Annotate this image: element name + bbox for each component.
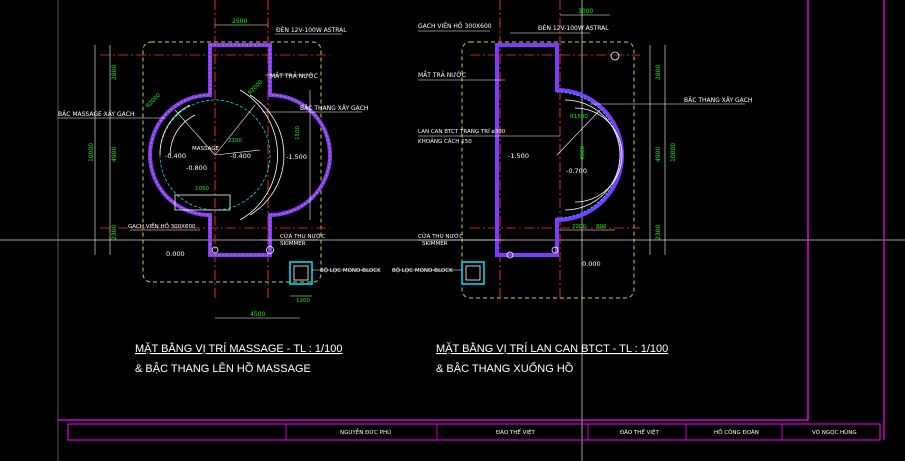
right-dim-side-value: 4900 — [580, 146, 586, 160]
left-elevation-1: -0.400 — [165, 152, 186, 160]
left-label-skimmer: SKIMMER — [280, 241, 306, 247]
right-label-den: ĐÈN 12V-100W ASTRAL — [538, 24, 609, 32]
right-dim-1-value: 2800 — [655, 65, 662, 80]
title-block: NGUYỄN ĐỨC PHÚ ĐÀO THẾ VIỆT ĐÀO THẾ VIỆT… — [67, 423, 881, 441]
left-massage-bench-inner — [169, 114, 196, 156]
right-dim-3-value: 2300 — [655, 225, 662, 240]
right-filter-box — [461, 261, 485, 285]
right-radius-value: R1500 — [570, 114, 588, 120]
right-label-lan-can: LAN CAN BTCT TRANG TRÍ ø300 — [418, 128, 506, 135]
right-label-bac-thang: BẬC THANG XÂY GẠCH — [684, 97, 752, 104]
left-radius-1-value: R2000 — [145, 92, 162, 109]
title-block-cell-2: ĐÀO THẾ VIỆT — [496, 428, 535, 436]
right-stair-2 — [574, 107, 623, 203]
right-label-bo-loc: BỘ LỌC MONO-BLOCK — [392, 267, 453, 274]
left-dim-2-value: 4900 — [111, 147, 118, 162]
right-elevation-3: 0.000 — [582, 260, 601, 268]
left-plan-subtitle: & BẬC THANG LÊN HỒ MASSAGE — [135, 362, 311, 375]
right-dim-total-value: 10000 — [670, 143, 677, 162]
left-stair-1 — [239, 89, 278, 221]
left-plan: ĐÈN 12V-100W ASTRAL MẮT TRẢ NƯỚC BẬC THA… — [58, 0, 381, 375]
title-block-frame — [67, 423, 881, 441]
right-filter-icon — [465, 265, 481, 281]
left-pool-inner — [149, 44, 331, 256]
left-stair-2 — [249, 94, 285, 216]
left-filter-box — [289, 261, 313, 285]
left-massage-bench — [159, 104, 191, 156]
right-dim-top-value: 3000 — [578, 8, 593, 15]
right-stair-1 — [564, 99, 621, 211]
left-label-bo-loc: BỘ LỌC MONO-BLOCK — [320, 267, 381, 274]
right-dim-bottom-b-value: 800 — [596, 224, 607, 230]
right-site-boundary — [461, 41, 635, 299]
right-label-skimmer: SKIMMER — [422, 241, 448, 247]
left-site-boundary — [142, 41, 322, 283]
right-plan-title: MẶT BẰNG VỊ TRÍ LAN CAN BTCT - TL : 1/10… — [436, 342, 668, 355]
left-label-gach-vien: GẠCH VIỀN HỒ 300X600 — [128, 221, 196, 230]
left-dim-line — [214, 149, 261, 156]
left-label-bac-thang: BẬC THANG XÂY GẠCH — [300, 105, 368, 112]
right-drain-icon — [551, 246, 559, 254]
left-skimmer-icon — [266, 246, 274, 254]
right-railing — [556, 91, 621, 219]
right-label-gach-vien: GẠCH VIỀN HỒ 300X600 — [418, 21, 492, 30]
right-elevation-2: -0.700 — [566, 167, 587, 175]
right-skimmer-icon — [506, 251, 514, 259]
right-label-mat-tra: MẮT TRẢ NƯỚC — [418, 71, 466, 79]
left-radius-line-2 — [174, 109, 216, 156]
title-block-cell-1: NGUYỄN ĐỨC PHÚ — [340, 428, 391, 436]
left-dim-bottom-value: 4500 — [250, 311, 265, 318]
left-label-mat-tra: MẮT TRẢ NƯỚC — [270, 72, 318, 80]
left-elevation-5: 0.000 — [166, 250, 185, 258]
left-drain-icon — [211, 246, 219, 254]
left-label-cua-thu: CỬA THU NƯỚC — [280, 232, 325, 240]
left-dim-3-value: 2300 — [111, 225, 118, 240]
right-label-khoang-cach: KHOẢNG CÁCH 150 — [418, 137, 472, 145]
left-step — [174, 194, 231, 211]
left-label-bac-massage: BẬC MASSAGE XÂY GẠCH — [58, 111, 134, 118]
left-filter-icon — [293, 265, 309, 281]
title-block-cell-4: HỒ CÔNG ĐOÀN — [714, 427, 759, 436]
left-elevation-4: -1.500 — [286, 153, 307, 161]
right-light-icon — [610, 51, 620, 61]
right-radius-line — [556, 109, 601, 156]
left-dim-bottom-small-value: 1200 — [296, 298, 310, 304]
left-dim-d1-value: 2100 — [228, 138, 242, 144]
left-label-den: ĐÈN 12V-100W ASTRAL — [276, 26, 347, 34]
right-plan-subtitle: & BẬC THANG XUỐNG HỒ — [436, 361, 574, 375]
right-label-cua-thu: CỬA THU NƯỚC — [418, 232, 463, 240]
left-elevation-2: -0.400 — [230, 152, 251, 160]
left-dim-d2-value: 1050 — [195, 186, 209, 192]
left-dim-1-value: 2800 — [111, 65, 118, 80]
left-elevation-3: -0.800 — [186, 164, 207, 172]
right-dim-bottom-a-value: 2200 — [572, 224, 586, 230]
left-radius-2-value: R2000 — [247, 79, 264, 96]
right-dim-2-value: 4900 — [655, 147, 662, 162]
left-radius-line — [214, 104, 256, 156]
title-block-cell-5: VÕ NGỌC HÙNG — [812, 429, 857, 436]
left-label-massage: MASSAGE — [192, 146, 220, 152]
left-dim-total-value: 10000 — [88, 143, 95, 162]
right-elevation-1: -1.500 — [508, 152, 529, 160]
left-dim-top-value: 2500 — [232, 18, 247, 25]
left-dim-side-value: 1500 — [295, 126, 301, 140]
right-plan: GẠCH VIỀN HỒ 300X600 ĐÈN 12V-100W ASTRAL… — [392, 0, 752, 375]
left-plan-title: MẶT BẰNG VỊ TRÍ MASSAGE - TL : 1/100 — [135, 342, 342, 355]
title-block-cell-3: ĐÀO THẾ VIỆT — [620, 428, 659, 436]
